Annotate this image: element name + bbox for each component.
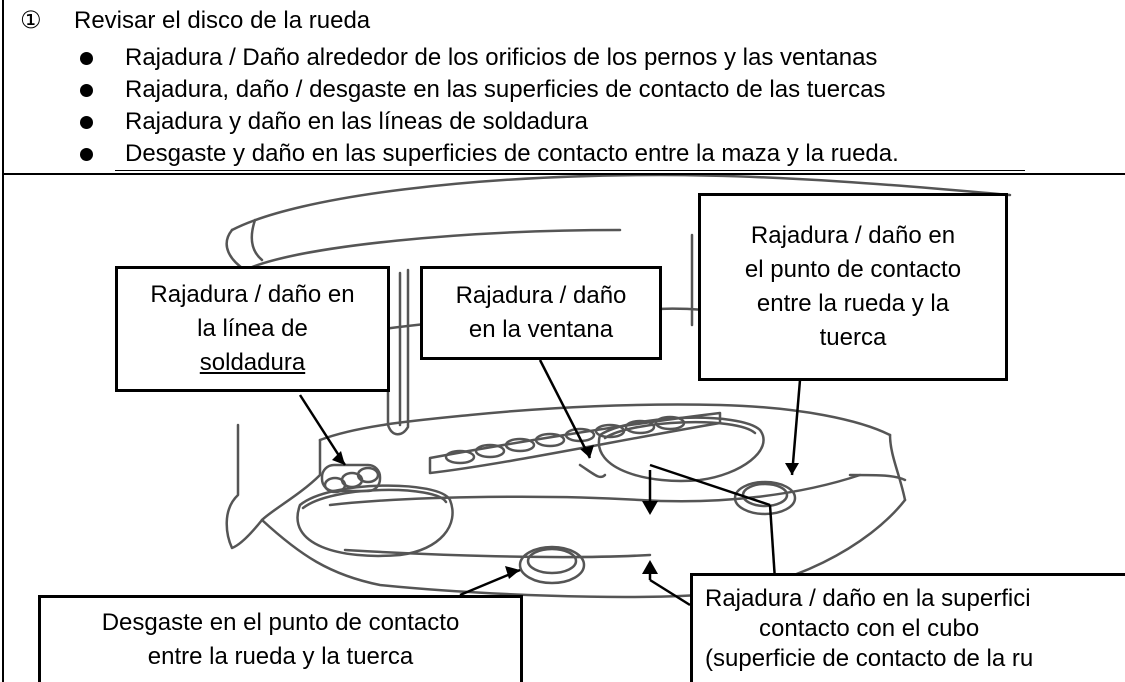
bullet-icon <box>80 51 93 65</box>
callout-weld-line: Rajadura / daño en la línea de soldadura <box>115 266 390 392</box>
inspection-header: ① Revisar el disco de la rueda Rajadura … <box>0 0 1125 173</box>
bullet-icon <box>80 83 93 97</box>
callout-window: Rajadura / daño en la ventana <box>420 266 662 360</box>
list-item: Rajadura / Daño alrededor de los orifici… <box>80 42 899 74</box>
bullet-icon <box>80 147 93 161</box>
list-item: Rajadura y daño en las líneas de soldadu… <box>80 106 899 138</box>
section-title: Revisar el disco de la rueda <box>74 7 371 34</box>
list-item: Desgaste y daño en las superficies de co… <box>80 138 899 170</box>
check-list: Rajadura / Daño alrededor de los orifici… <box>80 42 899 170</box>
row-underline <box>115 170 1025 171</box>
left-border <box>2 0 4 682</box>
section-title-row: ① Revisar el disco de la rueda <box>20 6 370 36</box>
list-item: Rajadura, daño / desgaste en las superfi… <box>80 74 899 106</box>
section-divider <box>2 173 1125 175</box>
wheel-disc-diagram: Rajadura / daño en la línea de soldadura… <box>0 175 1125 682</box>
callout-wear-nut-contact: Desgaste en el punto de contacto entre l… <box>38 595 523 682</box>
step-number: ① <box>20 7 42 34</box>
bullet-icon <box>80 115 93 129</box>
callout-hub-surface: Rajadura / daño en la superfici contacto… <box>690 573 1125 682</box>
callout-nut-contact-point: Rajadura / daño en el punto de contacto … <box>698 193 1008 381</box>
